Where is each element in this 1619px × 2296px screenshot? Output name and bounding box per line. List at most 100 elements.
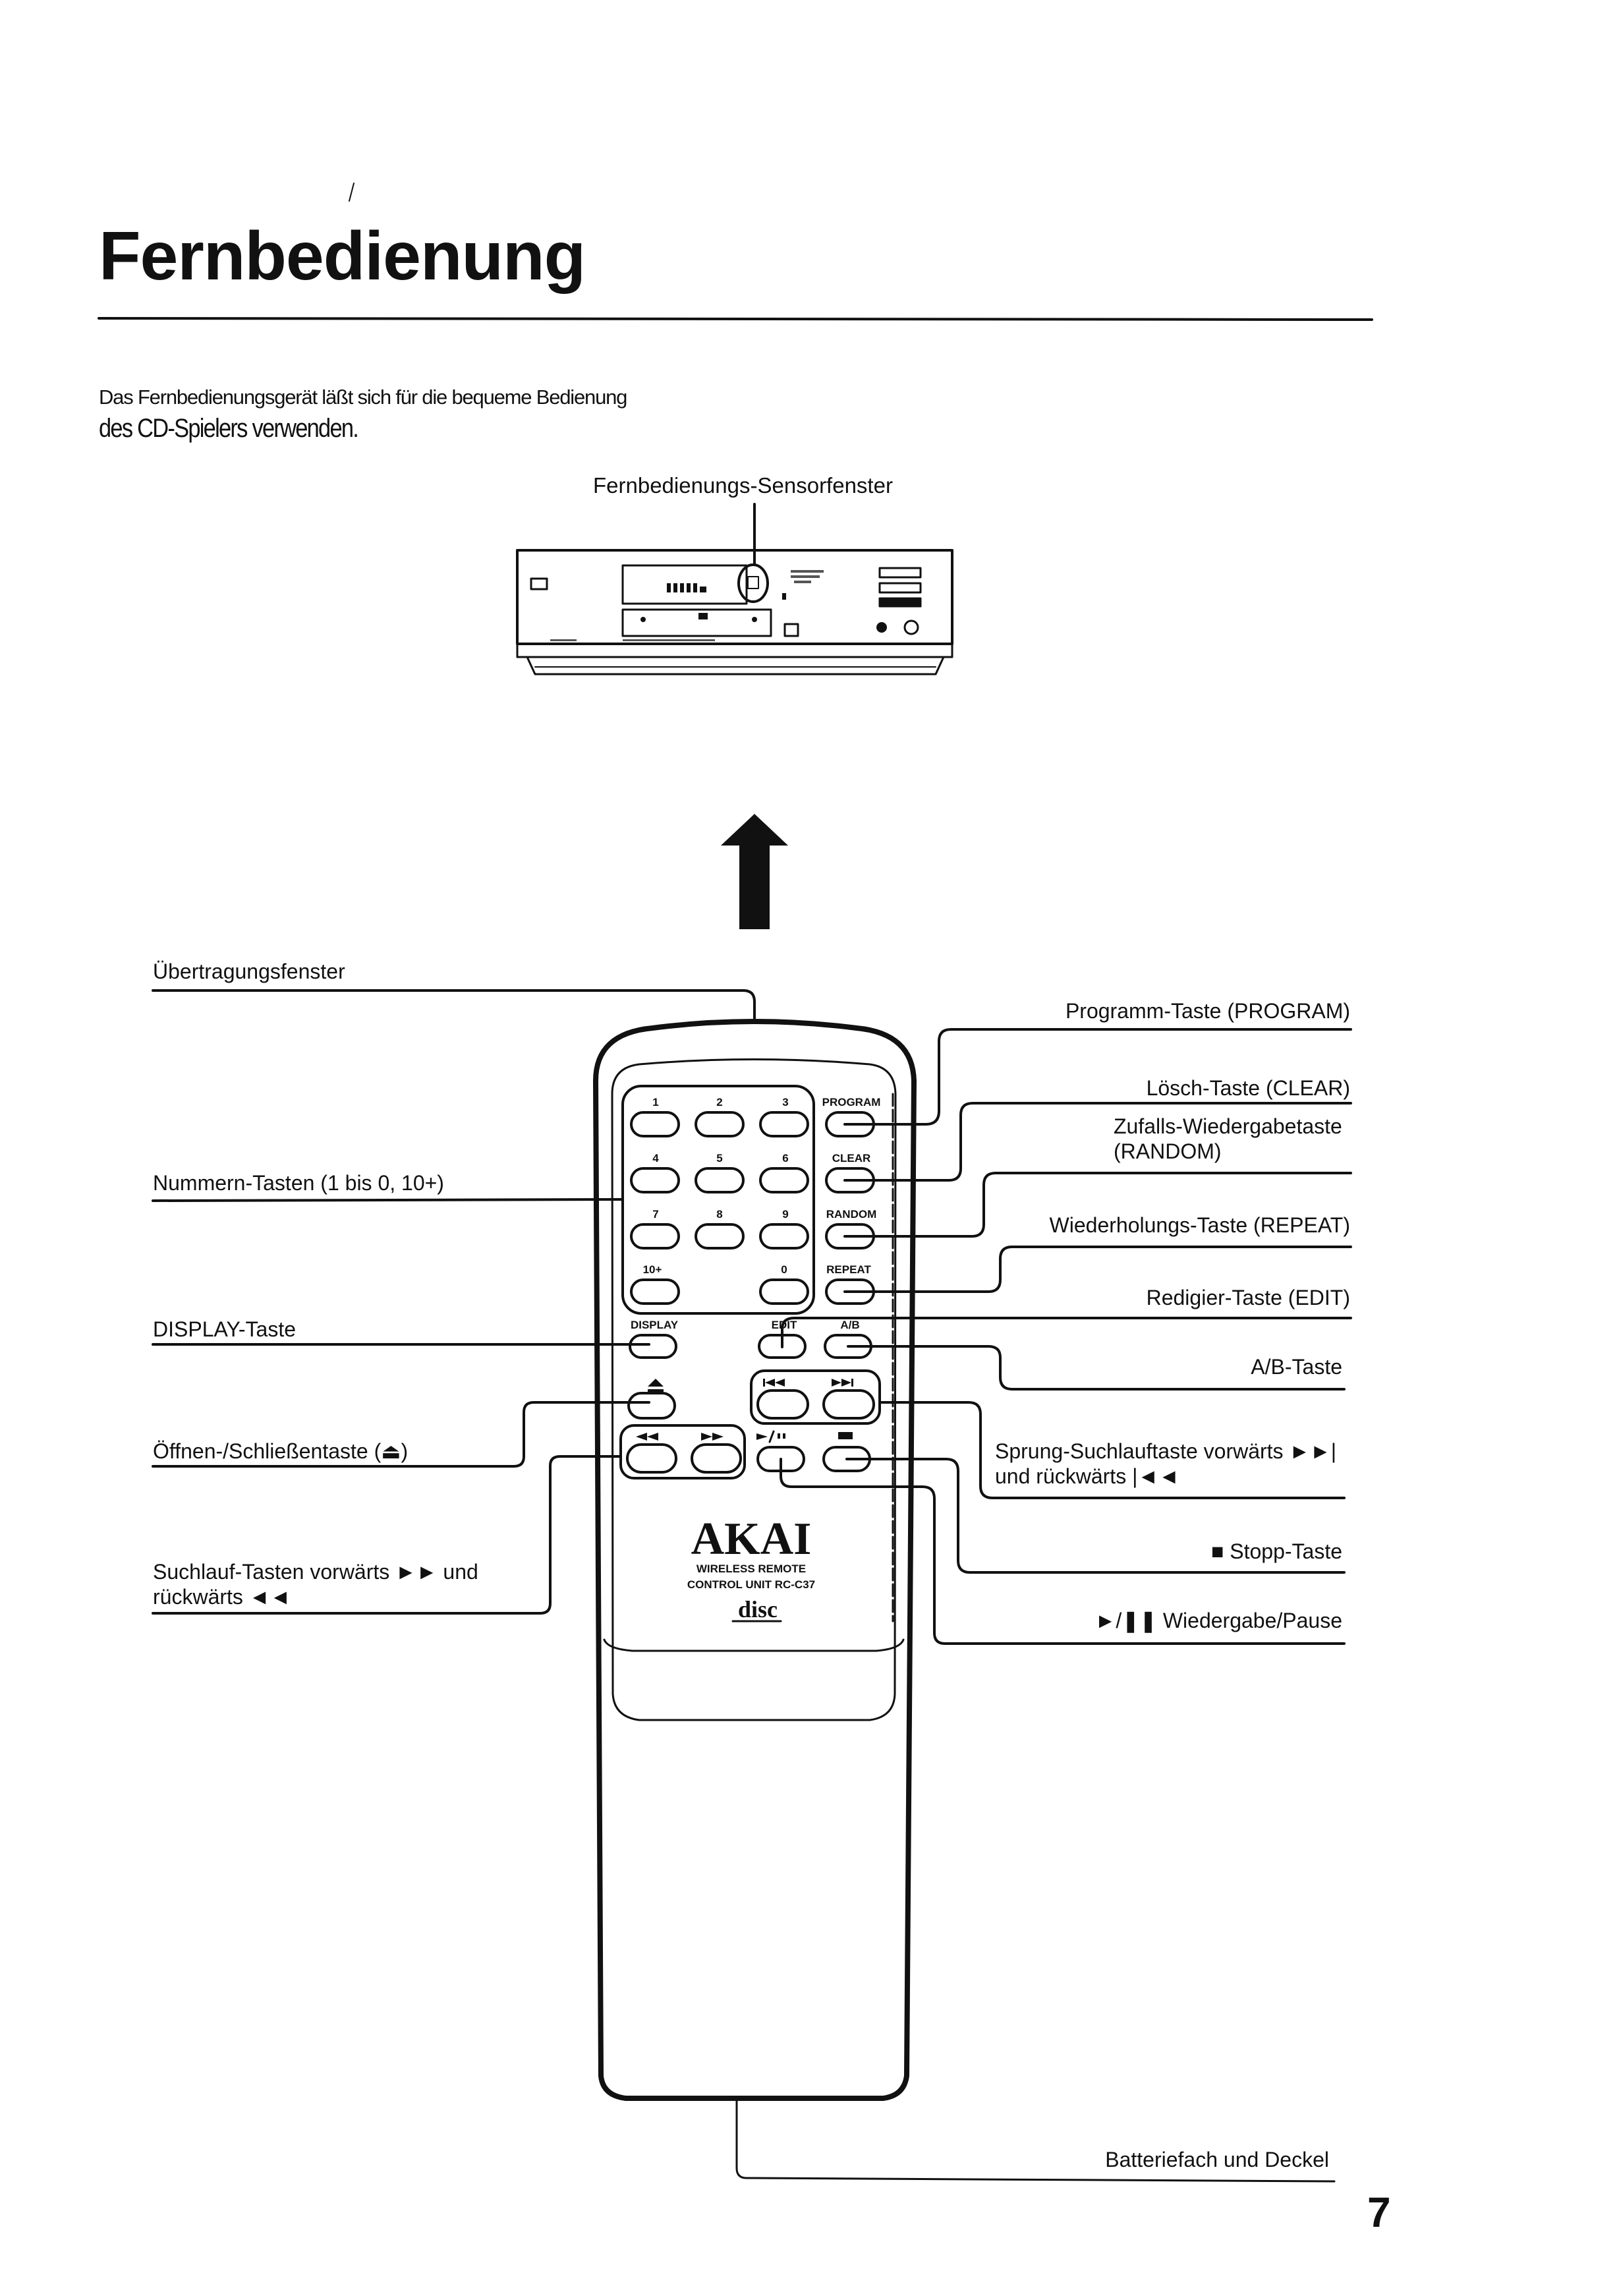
rewind-button[interactable]: [626, 1443, 677, 1474]
key-label-6: 6: [782, 1152, 788, 1164]
skip-buttons-frame: [750, 1369, 881, 1425]
skip-forward-button[interactable]: [822, 1389, 875, 1420]
key-label-edit: EDIT: [772, 1319, 797, 1331]
label-random-key: Zufalls-Wiedergabetaste: [1114, 1114, 1342, 1138]
leader-ab-key: [847, 1345, 1346, 1391]
label-skip-keys: Sprung-Suchlauftaste vorwärts ►►|: [995, 1439, 1337, 1463]
key-label-repeat: REPEAT: [826, 1263, 871, 1276]
key-label-1: 1: [652, 1096, 658, 1108]
key-label-7: 7: [652, 1208, 658, 1220]
skip-forward-icon: [832, 1379, 853, 1387]
key-label-4: 4: [652, 1152, 659, 1164]
remote-outer-body: [593, 1019, 917, 2101]
key-5[interactable]: [695, 1167, 745, 1193]
leader-battery-compartment: [735, 2097, 1336, 2183]
cd-disc-tray: [621, 608, 772, 637]
key-label-random: RANDOM: [826, 1208, 877, 1220]
compact-disc-logo: disc: [738, 1596, 778, 1622]
key-1[interactable]: [630, 1111, 680, 1137]
leader-transmit-window: [152, 989, 756, 1019]
label-repeat-key: Wiederholungs-Taste (REPEAT): [1049, 1213, 1350, 1237]
sensor-window-label: Fernbedienungs-Sensorfenster: [593, 473, 893, 498]
key-9[interactable]: [759, 1223, 809, 1249]
label-edit-key: Redigier-Taste (EDIT): [1146, 1286, 1350, 1309]
key-label-9: 9: [782, 1208, 788, 1220]
key-label-2: 2: [716, 1096, 722, 1108]
leader-play-pause-key: [780, 1458, 1346, 1645]
key-label-10plus: 10+: [643, 1263, 662, 1276]
cd-volume-knob: [903, 619, 919, 635]
key-label-3: 3: [782, 1096, 788, 1108]
label-battery-compartment: Batteriefach und Deckel: [1105, 2148, 1329, 2171]
leader-repeat-key: [843, 1246, 1352, 1293]
leader-skip-keys: [878, 1401, 1346, 1499]
title-rule: [98, 317, 1373, 321]
open-close-button[interactable]: [627, 1392, 676, 1420]
key-6[interactable]: [759, 1167, 809, 1193]
key-label-8: 8: [716, 1208, 722, 1220]
label-stop-key: ■ Stopp-Taste: [1211, 1539, 1342, 1563]
remote-control-illustration: 1 2 3 4 5 6 7 8 9 10+ 0: [593, 1019, 917, 2101]
key-label-program: PROGRAM: [822, 1096, 881, 1108]
label-search-keys-line2: rückwärts ◄◄: [153, 1585, 291, 1609]
key-0[interactable]: [759, 1278, 809, 1305]
key-4[interactable]: [630, 1167, 680, 1193]
key-10plus[interactable]: [630, 1278, 680, 1305]
leader-number-keys: [152, 1198, 624, 1202]
model-text-line2: CONTROL UNIT RC-C37: [687, 1578, 815, 1591]
leader-search-keys: [152, 1455, 622, 1615]
key-3[interactable]: [759, 1111, 809, 1137]
eject-icon: [648, 1379, 664, 1392]
key-label-0: 0: [781, 1263, 787, 1276]
leader-random-key: [843, 1172, 1352, 1238]
key-label-clear: CLEAR: [832, 1152, 871, 1164]
sensor-window-circle: [737, 563, 769, 603]
label-search-keys: Suchlauf-Tasten vorwärts ►► und: [153, 1560, 478, 1584]
key-7[interactable]: [630, 1223, 680, 1249]
label-random-key-line2: (RANDOM): [1114, 1139, 1222, 1163]
label-number-keys: Nummern-Tasten (1 bis 0, 10+): [153, 1171, 444, 1195]
label-program-key: Programm-Taste (PROGRAM): [1065, 999, 1350, 1023]
skip-back-button[interactable]: [756, 1389, 809, 1420]
search-buttons-frame: [619, 1424, 746, 1479]
leader-clear-key: [843, 1102, 1352, 1182]
cd-phones-jack: [876, 622, 887, 633]
key-8[interactable]: [695, 1223, 745, 1249]
cd-player-illustration: [516, 503, 953, 675]
pause-icon: [778, 1433, 780, 1439]
leader-edit-key: [781, 1317, 1352, 1348]
cd-power-button: [530, 577, 548, 590]
label-play-pause-key: ►/❚❚ Wiedergabe/Pause: [1094, 1609, 1342, 1632]
scan-artifact: [349, 183, 355, 202]
brand-logo: AKAI: [691, 1514, 812, 1564]
leader-stop-key: [845, 1458, 1346, 1574]
key-label-ab: A/B: [840, 1319, 859, 1331]
key-2[interactable]: [695, 1111, 745, 1137]
battery-lid-line: [603, 1638, 905, 1652]
callout-leader-lines: [152, 989, 1352, 2183]
key-label-5: 5: [716, 1152, 722, 1164]
label-ab-key: A/B-Taste: [1251, 1355, 1342, 1379]
page-title: Fernbedienung: [99, 218, 586, 295]
label-open-close-key: Öffnen-/Schließentaste (⏏): [153, 1439, 409, 1463]
cd-display-digits: [667, 583, 706, 592]
label-clear-key: Lösch-Taste (CLEAR): [1146, 1076, 1350, 1100]
rewind-icon: [636, 1433, 658, 1441]
leader-program-key: [843, 1028, 1352, 1126]
label-skip-keys-line2: und rückwärts |◄◄: [995, 1464, 1179, 1488]
intro-text-line-1: Das Fernbedienungsgerät läßt sich für di…: [99, 386, 627, 409]
play-icon: [756, 1433, 768, 1440]
fast-forward-button[interactable]: [691, 1443, 742, 1474]
model-text-line1: WIRELESS REMOTE: [696, 1563, 806, 1575]
label-transmit-window: Übertragungsfenster: [153, 960, 345, 983]
skip-back-icon: [763, 1379, 785, 1387]
key-label-display: DISPLAY: [631, 1319, 679, 1331]
direction-arrow-icon: [721, 814, 788, 929]
page-number: 7: [1367, 2189, 1391, 2236]
fast-forward-icon: [701, 1433, 724, 1441]
leader-open-close-key: [152, 1401, 650, 1468]
stop-icon: [838, 1432, 853, 1439]
display-button[interactable]: [629, 1334, 677, 1359]
label-display-key: DISPLAY-Taste: [153, 1317, 296, 1341]
